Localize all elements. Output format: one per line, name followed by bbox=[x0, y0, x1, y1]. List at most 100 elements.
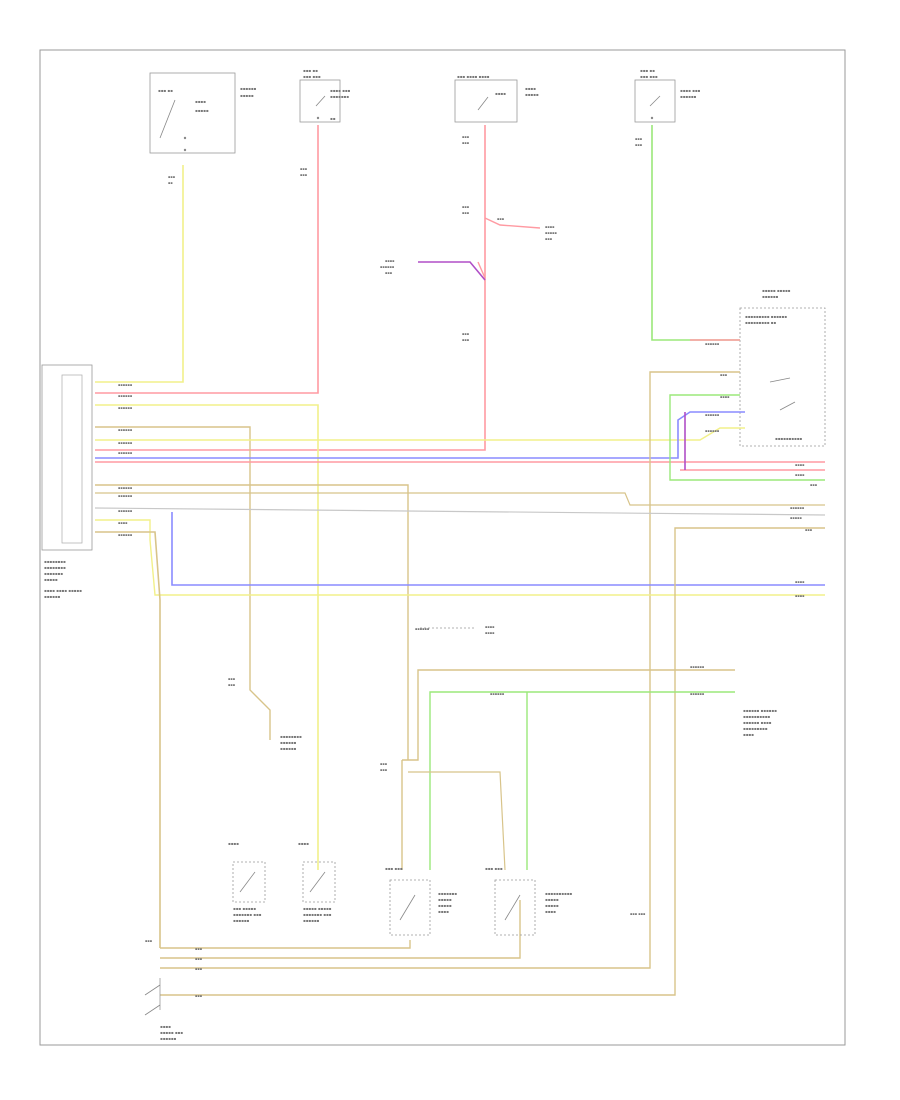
svg-text:▪▪▪ ▪▪: ▪▪▪ ▪▪ bbox=[158, 88, 173, 93]
svg-text:▪▪▪▪: ▪▪▪▪ bbox=[545, 909, 556, 914]
wire-red-2 bbox=[95, 125, 486, 451]
svg-text:▪▪▪: ▪▪▪ bbox=[462, 211, 470, 215]
svg-text:▪▪▪▪▪: ▪▪▪▪▪ bbox=[438, 903, 452, 908]
svg-text:▪▪▪▪: ▪▪▪▪ bbox=[385, 259, 395, 263]
svg-text:▪▪▪▪▪▪▪: ▪▪▪▪▪▪▪ bbox=[438, 891, 457, 896]
svg-text:▪▪▪▪▪▪▪▪▪: ▪▪▪▪▪▪▪▪▪ bbox=[743, 726, 768, 731]
svg-text:▪▪▪▪▪▪: ▪▪▪▪▪▪ bbox=[380, 265, 395, 269]
svg-text:▪▪▪▪▪: ▪▪▪▪▪ bbox=[195, 108, 209, 113]
wire-red-branch bbox=[484, 217, 541, 229]
svg-text:▪▪▪: ▪▪▪ bbox=[380, 762, 388, 766]
svg-text:▪▪▪▪▪▪: ▪▪▪▪▪▪ bbox=[118, 486, 133, 490]
wire-blue-1 bbox=[95, 411, 745, 459]
wire-tan-9 bbox=[402, 669, 735, 761]
svg-text:▪▪▪▪: ▪▪▪▪ bbox=[298, 841, 309, 846]
svg-text:▪▪▪▪▪▪: ▪▪▪▪▪▪ bbox=[44, 594, 61, 599]
svg-text:▪▪▪▪: ▪▪▪▪ bbox=[545, 225, 555, 229]
svg-text:▪▪▪▪▪▪: ▪▪▪▪▪▪ bbox=[233, 918, 250, 923]
svg-text:▪▪▪▪▪▪: ▪▪▪▪▪▪ bbox=[118, 428, 133, 432]
svg-text:▪▪▪▪: ▪▪▪▪ bbox=[195, 99, 206, 104]
svg-text:▪▪▪▪▪ ▪▪▪▪▪: ▪▪▪▪▪ ▪▪▪▪▪ bbox=[303, 906, 332, 911]
right-lower-label: ▪▪▪▪▪▪ ▪▪▪▪▪▪ ▪▪▪▪▪▪▪▪▪▪ ▪▪▪▪▪▪ ▪▪▪▪ ▪▪▪… bbox=[743, 708, 777, 737]
svg-text:▪▪▪▪ ▪▪▪: ▪▪▪▪ ▪▪▪ bbox=[330, 88, 351, 93]
svg-text:▪▪▪▪▪▪: ▪▪▪▪▪▪ bbox=[415, 627, 430, 631]
svg-text:▪▪: ▪▪ bbox=[330, 116, 336, 121]
svg-text:▪▪▪ ▪▪: ▪▪▪ ▪▪ bbox=[640, 68, 655, 73]
svg-text:▪▪▪▪: ▪▪▪▪ bbox=[795, 463, 805, 467]
wire-red-1 bbox=[95, 125, 319, 394]
wire-tan-2 bbox=[95, 426, 271, 740]
svg-text:▪▪▪▪▪▪: ▪▪▪▪▪▪ bbox=[690, 665, 705, 669]
switch-left-1: ▪▪▪▪ ▪▪▪ ▪▪▪▪▪ ▪▪▪▪▪▪▪ ▪▪▪ ▪▪▪▪▪▪ bbox=[228, 841, 266, 923]
wire-tan-5 bbox=[95, 519, 825, 596]
svg-text:▪▪▪▪▪▪▪: ▪▪▪▪▪▪▪ bbox=[330, 94, 349, 99]
svg-text:▪▪▪▪: ▪▪▪▪ bbox=[495, 91, 506, 96]
svg-text:▪▪▪: ▪▪▪ bbox=[228, 683, 236, 687]
svg-text:▪▪▪▪▪▪: ▪▪▪▪▪▪ bbox=[118, 441, 133, 445]
svg-text:▪▪▪: ▪▪▪ bbox=[635, 137, 643, 141]
svg-text:▪▪▪▪▪▪: ▪▪▪▪▪▪ bbox=[690, 692, 705, 696]
svg-text:▪▪▪: ▪▪▪ bbox=[462, 205, 470, 209]
svg-text:▪▪▪: ▪▪▪ bbox=[300, 173, 308, 177]
svg-text:▪▪▪▪▪▪ ▪▪▪▪▪▪: ▪▪▪▪▪▪ ▪▪▪▪▪▪ bbox=[743, 708, 777, 713]
svg-text:▪▪▪ ▪▪▪: ▪▪▪ ▪▪▪ bbox=[303, 74, 321, 79]
svg-text:▪▪▪: ▪▪▪ bbox=[228, 677, 236, 681]
svg-text:▪▪▪▪▪: ▪▪▪▪▪ bbox=[545, 231, 557, 235]
svg-text:▪▪▪▪▪▪ ▪▪▪▪: ▪▪▪▪▪▪ ▪▪▪▪ bbox=[743, 720, 772, 725]
svg-text:▪▪▪ ▪▪▪: ▪▪▪ ▪▪▪ bbox=[385, 866, 403, 871]
svg-text:▪▪▪▪▪▪▪▪: ▪▪▪▪▪▪▪▪ bbox=[44, 559, 66, 564]
svg-text:▪▪▪▪▪▪: ▪▪▪▪▪▪ bbox=[705, 342, 720, 346]
wire-tan-1 bbox=[95, 404, 319, 870]
svg-text:▪▪▪▪▪▪: ▪▪▪▪▪▪ bbox=[705, 413, 720, 417]
wire-green-2 bbox=[669, 394, 825, 481]
svg-text:▪▪▪▪▪▪▪▪▪▪: ▪▪▪▪▪▪▪▪▪▪ bbox=[775, 436, 802, 441]
wire-tan-7 bbox=[160, 527, 825, 996]
svg-text:▪▪▪▪▪▪: ▪▪▪▪▪▪ bbox=[490, 692, 505, 696]
wire-bottom-2 bbox=[160, 900, 521, 959]
svg-text:▪▪▪▪: ▪▪▪▪ bbox=[795, 594, 805, 598]
wire-tags: ▪▪▪▪▪▪ ▪▪▪▪▪▪ ▪▪▪▪▪▪ ▪▪▪▪▪▪ ▪▪▪▪▪▪ ▪▪▪▪▪… bbox=[118, 135, 818, 998]
svg-text:▪▪▪: ▪▪▪ bbox=[462, 332, 470, 336]
svg-text:▪▪▪▪: ▪▪▪▪ bbox=[160, 1024, 171, 1029]
svg-text:▪▪▪▪▪▪: ▪▪▪▪▪▪ bbox=[160, 1036, 177, 1041]
svg-text:▪▪▪▪▪▪: ▪▪▪▪▪▪ bbox=[118, 383, 133, 387]
svg-text:▪▪▪: ▪▪▪ bbox=[810, 483, 818, 487]
svg-text:▪▪▪ ▪▪: ▪▪▪ ▪▪ bbox=[303, 68, 318, 73]
mid-sensor: ▪▪▪▪▪▪▪▪ ▪▪▪▪▪▪ ▪▪▪▪▪▪ bbox=[280, 734, 302, 751]
svg-text:▪▪▪▪▪▪: ▪▪▪▪▪▪ bbox=[705, 429, 720, 433]
svg-text:▪▪▪: ▪▪▪ bbox=[720, 373, 728, 377]
svg-text:▪▪▪: ▪▪▪ bbox=[300, 167, 308, 171]
svg-text:▪▪▪▪▪ ▪▪▪▪▪: ▪▪▪▪▪ ▪▪▪▪▪ bbox=[762, 288, 791, 293]
svg-text:▪▪▪▪▪▪▪ ▪▪▪: ▪▪▪▪▪▪▪ ▪▪▪ bbox=[303, 912, 332, 917]
svg-text:▪▪▪▪▪: ▪▪▪▪▪ bbox=[438, 897, 452, 902]
svg-text:▪▪▪▪▪▪: ▪▪▪▪▪▪ bbox=[118, 451, 133, 455]
svg-text:▪▪▪▪▪▪: ▪▪▪▪▪▪ bbox=[118, 533, 133, 537]
svg-text:▪▪: ▪▪ bbox=[168, 181, 173, 185]
svg-text:▪▪▪ ▪▪▪▪ ▪▪▪▪: ▪▪▪ ▪▪▪▪ ▪▪▪▪ bbox=[457, 74, 490, 79]
svg-text:▪▪▪▪▪▪: ▪▪▪▪▪▪ bbox=[790, 506, 805, 510]
svg-text:▪▪▪: ▪▪▪ bbox=[805, 528, 813, 532]
svg-text:▪▪▪▪▪: ▪▪▪▪▪ bbox=[545, 903, 559, 908]
svg-text:▪▪▪▪▪▪: ▪▪▪▪▪▪ bbox=[240, 86, 257, 91]
svg-text:▪▪▪▪▪▪: ▪▪▪▪▪▪ bbox=[280, 746, 297, 751]
svg-text:▪▪▪▪▪▪: ▪▪▪▪▪▪ bbox=[118, 509, 133, 513]
svg-text:▪▪▪ ▪▪▪▪▪: ▪▪▪ ▪▪▪▪▪ bbox=[233, 906, 256, 911]
top-fuse-hot-2: ▪▪▪ ▪▪▪▪ ▪▪▪▪ ▪▪▪▪ ▪▪▪▪ ▪▪▪▪▪ bbox=[454, 74, 539, 123]
svg-text:▪▪▪▪▪▪▪ ▪▪▪: ▪▪▪▪▪▪▪ ▪▪▪ bbox=[233, 912, 262, 917]
svg-text:▪▪▪: ▪▪▪ bbox=[145, 939, 153, 943]
svg-text:▪▪▪▪▪: ▪▪▪▪▪ bbox=[790, 516, 802, 520]
svg-text:▪▪▪▪▪▪: ▪▪▪▪▪▪ bbox=[280, 740, 297, 745]
svg-text:▪▪▪▪: ▪▪▪▪ bbox=[438, 909, 449, 914]
svg-text:▪▪▪▪: ▪▪▪▪ bbox=[720, 395, 730, 399]
diagram-frame bbox=[39, 49, 846, 1046]
svg-text:▪▪▪▪▪▪▪▪: ▪▪▪▪▪▪▪▪ bbox=[280, 734, 302, 739]
svg-text:▪▪▪▪ ▪▪▪: ▪▪▪▪ ▪▪▪ bbox=[680, 88, 701, 93]
svg-text:▪▪▪▪▪: ▪▪▪▪▪ bbox=[44, 577, 58, 582]
svg-text:▪▪▪ ▪▪▪: ▪▪▪ ▪▪▪ bbox=[485, 866, 503, 871]
svg-text:▪▪▪▪▪▪: ▪▪▪▪▪▪ bbox=[762, 294, 779, 299]
svg-text:▪▪▪▪▪ ▪▪▪: ▪▪▪▪▪ ▪▪▪ bbox=[160, 1030, 183, 1035]
svg-text:▪▪▪▪▪▪: ▪▪▪▪▪▪ bbox=[118, 394, 133, 398]
wire-bottom-1 bbox=[160, 940, 411, 949]
control-module: ▪▪▪▪▪▪▪▪ ▪▪▪▪▪▪▪▪ ▪▪▪▪▪▪▪ ▪▪▪▪▪ ▪▪▪▪ ▪▪▪… bbox=[41, 364, 93, 599]
